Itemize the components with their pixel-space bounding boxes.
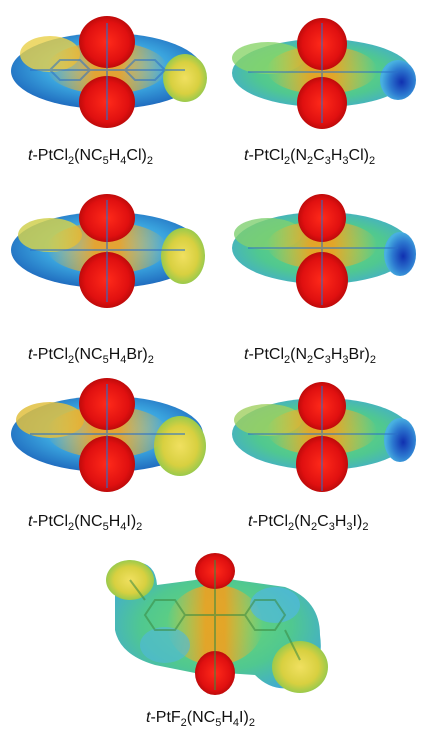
formula-text: I) (239, 709, 249, 726)
formula-subscript: 2 (147, 354, 154, 366)
formula-prefix: t (28, 147, 33, 164)
esp-surface-b-graphic (232, 18, 416, 129)
caption-e: t-PtCl2(NC5H4I)2 (28, 513, 143, 533)
formula-subscript: 2 (248, 717, 255, 729)
formula-subscript: 2 (369, 354, 376, 366)
formula-subscript: 5 (102, 521, 109, 533)
formula-text: (N (294, 513, 312, 530)
formula-text: I) (126, 513, 137, 530)
formula-text: -PtCl (32, 147, 69, 164)
formula-text: (NC (186, 709, 216, 726)
formula-subscript: 4 (120, 155, 127, 167)
formula-text: H (108, 346, 121, 363)
formula-text: Cl) (126, 147, 147, 164)
formula-subscript: 3 (342, 155, 349, 167)
formula-text: Br) (348, 346, 370, 363)
formula-subscript: 2 (307, 155, 314, 167)
caption-g: t-PtF2(NC5H4I)2 (146, 709, 255, 729)
formula-text: (NC (74, 346, 103, 363)
caption-f: t-PtCl2(N2C3H3I)2 (248, 513, 369, 533)
formula-text: (NC (74, 147, 103, 164)
formula-text: -PtCl (248, 346, 285, 363)
formula-text: -PtCl (252, 513, 289, 530)
formula-subscript: 2 (284, 354, 291, 366)
formula-subscript: 3 (324, 155, 331, 167)
esp-surface-a-graphic (11, 16, 207, 128)
formula-subscript: 5 (102, 155, 109, 167)
formula-text: C (317, 513, 329, 530)
formula-text: -PtF (150, 709, 181, 726)
formula-subscript: 2 (362, 521, 369, 533)
formula-text: C (313, 147, 325, 164)
esp-surface-c-graphic (11, 194, 205, 308)
formula-text: (N (290, 346, 308, 363)
esp-surface-f-graphic (232, 382, 416, 492)
formula-text: Br) (126, 346, 148, 363)
formula-subscript: 2 (311, 521, 318, 533)
caption-c: t-PtCl2(NC5H4Br)2 (28, 346, 154, 366)
esp-surface-c (5, 190, 210, 310)
formula-subscript: 4 (120, 354, 127, 366)
formula-text: (N (290, 147, 308, 164)
formula-subscript: 2 (284, 155, 291, 167)
formula-subscript: 3 (324, 354, 331, 366)
formula-text: -PtCl (248, 147, 285, 164)
formula-text: H (108, 147, 121, 164)
esp-surface-f (228, 376, 418, 496)
esp-surface-a (5, 8, 210, 128)
formula-text: -PtCl (32, 513, 69, 530)
formula-subscript: 3 (346, 521, 353, 533)
formula-subscript: 4 (232, 717, 240, 729)
esp-surface-d-graphic (232, 194, 416, 308)
esp-surface-e-graphic (11, 378, 206, 492)
formula-subscript: 2 (307, 354, 314, 366)
formula-text: H (221, 709, 233, 726)
formula-subscript: 2 (68, 354, 75, 366)
formula-subscript: 2 (136, 521, 143, 533)
formula-subscript: 3 (328, 521, 335, 533)
formula-text: C (313, 346, 325, 363)
formula-subscript: 2 (288, 521, 295, 533)
formula-prefix: t (244, 147, 249, 164)
esp-surface-e (5, 376, 210, 496)
formula-text: H (330, 346, 343, 363)
esp-surface-g-graphic (106, 553, 328, 695)
formula-text: Cl) (348, 147, 369, 164)
esp-surface-d (228, 190, 418, 310)
formula-subscript: 3 (342, 354, 349, 366)
caption-d: t-PtCl2(N2C3H3Br)2 (244, 346, 376, 366)
formula-text: H (330, 147, 343, 164)
esp-surface-b (228, 8, 418, 129)
formula-text: H (334, 513, 347, 530)
esp-surface-g (95, 545, 335, 705)
formula-prefix: t (244, 346, 249, 363)
formula-prefix: t (146, 709, 151, 726)
formula-text: (NC (74, 513, 103, 530)
formula-text: I) (352, 513, 363, 530)
formula-prefix: t (28, 513, 33, 530)
formula-prefix: t (28, 346, 33, 363)
formula-subscript: 2 (68, 521, 75, 533)
caption-a: t-PtCl2(NC5H4Cl)2 (28, 147, 153, 167)
formula-subscript: 5 (102, 354, 109, 366)
formula-text: -PtCl (32, 346, 69, 363)
caption-b: t-PtCl2(N2C3H3Cl)2 (244, 147, 376, 167)
formula-subscript: 2 (180, 717, 187, 729)
formula-subscript: 2 (146, 155, 153, 167)
formula-subscript: 2 (68, 155, 75, 167)
formula-prefix: t (248, 513, 253, 530)
formula-subscript: 4 (120, 521, 127, 533)
formula-text: H (108, 513, 121, 530)
formula-subscript: 2 (368, 155, 376, 167)
formula-subscript: 5 (215, 717, 222, 729)
